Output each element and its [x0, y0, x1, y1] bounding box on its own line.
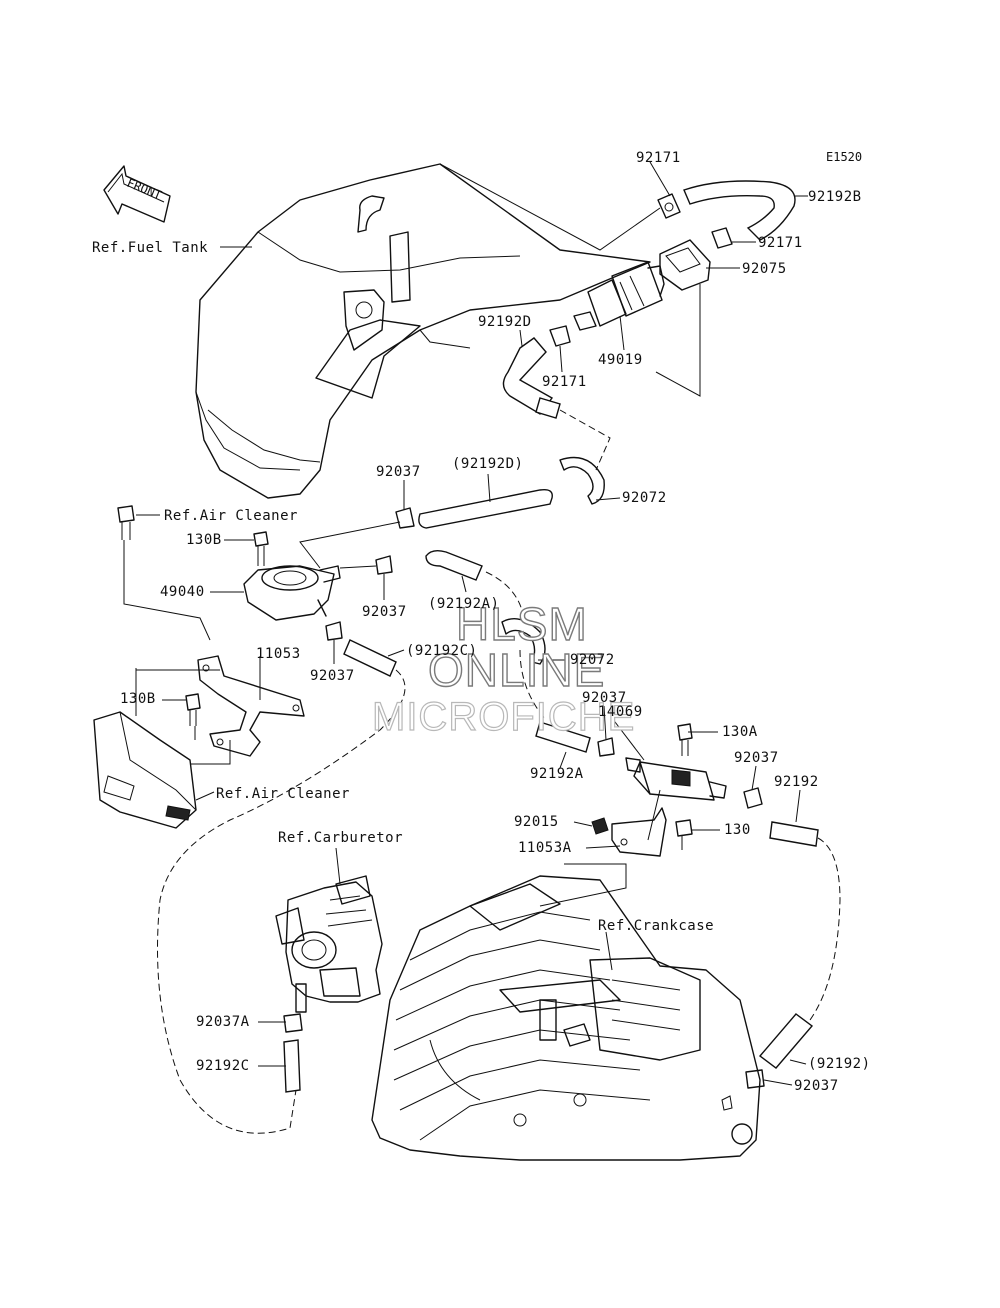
bolt-130B-top [253, 531, 269, 566]
label-92192C-paren: (92192C) [406, 643, 477, 659]
clamp-92171-mid [549, 325, 571, 347]
clamp-92037-c [325, 621, 343, 641]
fuel-tank-outline [195, 163, 651, 499]
bracket-11053A [611, 807, 667, 857]
hose-92192B [683, 180, 796, 241]
bolt-130A [677, 723, 693, 756]
label-130A: 130A [722, 724, 758, 740]
clamp-92037-e [743, 787, 763, 809]
clamp-92072-mid [501, 618, 546, 665]
label-92192-paren: (92192) [808, 1056, 871, 1072]
clamp-92037-a [395, 507, 415, 529]
clamp-92037-f [745, 1069, 765, 1089]
clamp-92037A [283, 1013, 303, 1033]
label-92192D-paren: (92192D) [452, 456, 523, 472]
label-92192: 92192 [774, 774, 819, 790]
hose-92192-lower [758, 1013, 814, 1069]
label-ref-fuel-tank: Ref.Fuel Tank [92, 240, 208, 256]
label-92192D: 92192D [478, 314, 532, 330]
label-92037-e: 92037 [734, 750, 779, 766]
watermark: HLSM ONLINE MICROFICHE [371, 597, 635, 739]
label-49019: 49019 [598, 352, 643, 368]
fuel-filter-14069 [625, 757, 727, 801]
bolt-130B-left [185, 693, 201, 726]
label-130: 130 [724, 822, 751, 838]
label-ref-air-cleaner-top: Ref.Air Cleaner [164, 508, 298, 524]
air-cleaner-base [93, 711, 197, 829]
front-arrow-icon: FRONT [103, 165, 171, 223]
hose-92192D-lower [418, 488, 553, 529]
holder-92075 [659, 239, 711, 291]
label-ref-carburetor: Ref.Carburetor [278, 830, 403, 846]
hose-92192-upper [769, 821, 819, 847]
clamp-92037-d [597, 737, 615, 757]
label-130B-left: 130B [120, 691, 156, 707]
label-49040: 49040 [160, 584, 205, 600]
bolt-ref-air-cleaner [117, 505, 135, 540]
label-92037-a: 92037 [376, 464, 421, 480]
front-arrow-label: FRONT [125, 176, 164, 203]
label-92037-d: 92037 [582, 690, 627, 706]
hose-92192C-upper [343, 639, 397, 677]
hose-92192C-lower [283, 1039, 301, 1093]
carburetor [275, 875, 383, 1013]
label-92072-mid: 92072 [570, 652, 615, 668]
hose-92192D-upper [502, 337, 561, 419]
label-92192A: 92192A [530, 766, 584, 782]
label-92037-c: 92037 [310, 668, 355, 684]
clamp-92171-right [711, 227, 733, 249]
bolt-130 [675, 819, 693, 850]
crankcase-engine [371, 875, 761, 1161]
label-92171-top: 92171 [636, 150, 681, 166]
hose-92192A-lower [535, 721, 591, 753]
label-92037-b: 92037 [362, 604, 407, 620]
label-92015: 92015 [514, 814, 559, 830]
fuel-pump-49040 [243, 565, 341, 621]
watermark-line-2: ONLINE [428, 644, 605, 696]
label-ref-air-cleaner-bottom: Ref.Air Cleaner [216, 786, 350, 802]
label-92192A-paren: (92192A) [428, 596, 499, 612]
label-ref-crankcase: Ref.Crankcase [598, 918, 714, 934]
label-92192C: 92192C [196, 1058, 250, 1074]
label-92072-top: 92072 [622, 490, 667, 506]
label-92192B: 92192B [808, 189, 862, 205]
clamp-92015 [591, 817, 609, 835]
label-92171-right: 92171 [758, 235, 803, 251]
label-14069: 14069 [598, 704, 643, 720]
diagram-code: E1520 [826, 150, 862, 164]
bracket-11053 [197, 655, 305, 757]
label-92075: 92075 [742, 261, 787, 277]
hose-92192A-upper [425, 549, 483, 581]
label-130B-top: 130B [186, 532, 222, 548]
watermark-line-1: HLSM [456, 598, 588, 650]
label-11053: 11053 [256, 646, 301, 662]
label-92171-mid: 92171 [542, 374, 587, 390]
fuel-filter-49019 [573, 261, 665, 331]
label-11053A: 11053A [518, 840, 572, 856]
label-92037-f: 92037 [794, 1078, 839, 1094]
watermark-line-3: MICROFICHE [372, 695, 635, 739]
clamp-92072-top [559, 456, 605, 505]
clamp-92171-top [657, 193, 681, 219]
clamp-92037-b [375, 555, 393, 575]
label-92037A: 92037A [196, 1014, 250, 1030]
